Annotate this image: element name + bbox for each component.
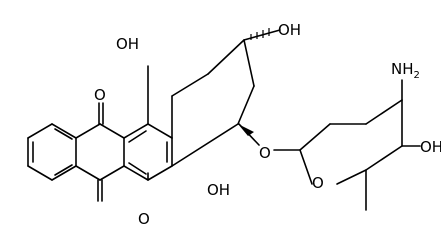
molecule-canvas: OH OH OH O O O O OH NH2 [27, 21, 441, 224]
label-o-ring: O [312, 174, 324, 192]
label-oh-ring-d: OH [278, 21, 301, 39]
ring-d-bonds [171, 39, 255, 167]
sugar-ring-bonds [273, 79, 421, 211]
label-o-glycosidic: O [259, 144, 271, 162]
label-oh-top: OH [116, 35, 139, 53]
structure-diagram: OH OH OH O O O O OH NH2 [27, 21, 441, 224]
label-n-amine: NH2 [391, 60, 420, 81]
solid-wedge [238, 124, 254, 136]
ring-b-bonds [75, 102, 125, 202]
ring-a-bonds [27, 123, 77, 181]
label-oh-bottom: OH [207, 181, 230, 199]
ring-c-bonds [123, 65, 173, 181]
label-oh-sugar: OH [420, 138, 441, 156]
label-o-quinone-bottom: O [138, 210, 150, 224]
hashed-wedge [250, 28, 270, 40]
label-o-quinone-top: O [94, 86, 106, 104]
